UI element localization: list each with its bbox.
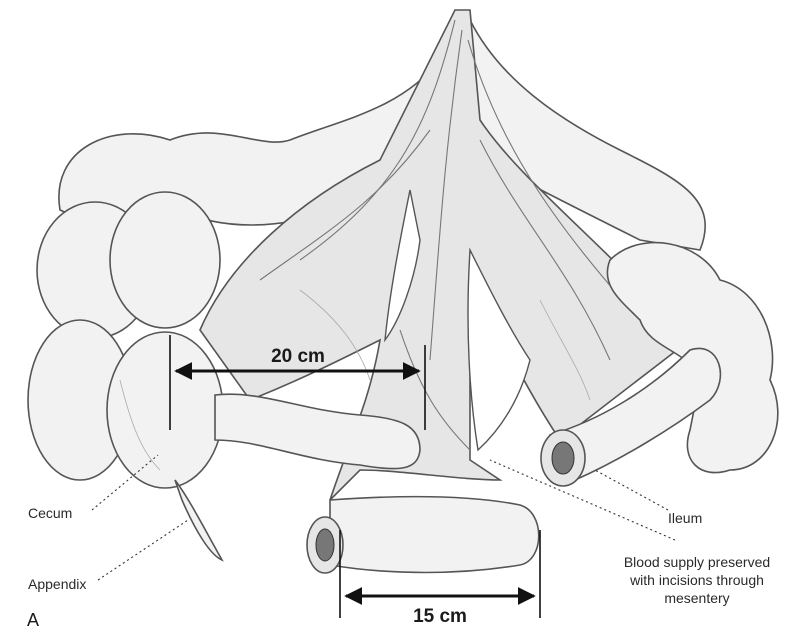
cecum [106,331,224,489]
mesentery-incision-gap [467,247,531,452]
ileum-coil [540,241,779,487]
panel-letter: A [27,610,39,630]
mesentery [199,9,692,501]
mesenteric-vessel [429,29,463,361]
cut-lumen [315,528,335,562]
mesenteric-vessel [399,329,471,451]
appendix-leader [97,519,189,581]
omentum-background [58,18,706,251]
blood-supply-label-line1: Blood supply preserved [624,554,770,570]
blood-supply-label-line2: with incisions through [629,572,764,588]
mesenteric-vessel [299,19,456,261]
lower-ileal-limb [306,495,540,574]
cut-lumen [551,441,575,475]
appendix [174,479,224,562]
appendix-label: Appendix [28,576,86,592]
measurement-upper: 20 cm [169,335,426,430]
measurement-lower: 15 cm [339,530,541,627]
cecum-leader [91,454,159,511]
mesenteric-vessel [479,139,611,361]
blood-supply-leader [489,459,676,541]
colon-haustra [27,191,221,481]
ileum-leader [594,469,669,511]
mesentery-incision-window [384,189,421,343]
mesenteric-vessel [259,129,431,281]
blood-supply-label-line3: mesentery [664,590,729,606]
cecum-label: Cecum [28,505,72,521]
lower-measurement-label: 15 cm [413,606,467,627]
terminal-ileum-segment [214,393,421,470]
upper-measurement-label: 20 cm [271,346,325,367]
ileum-label: Ileum [668,510,702,526]
